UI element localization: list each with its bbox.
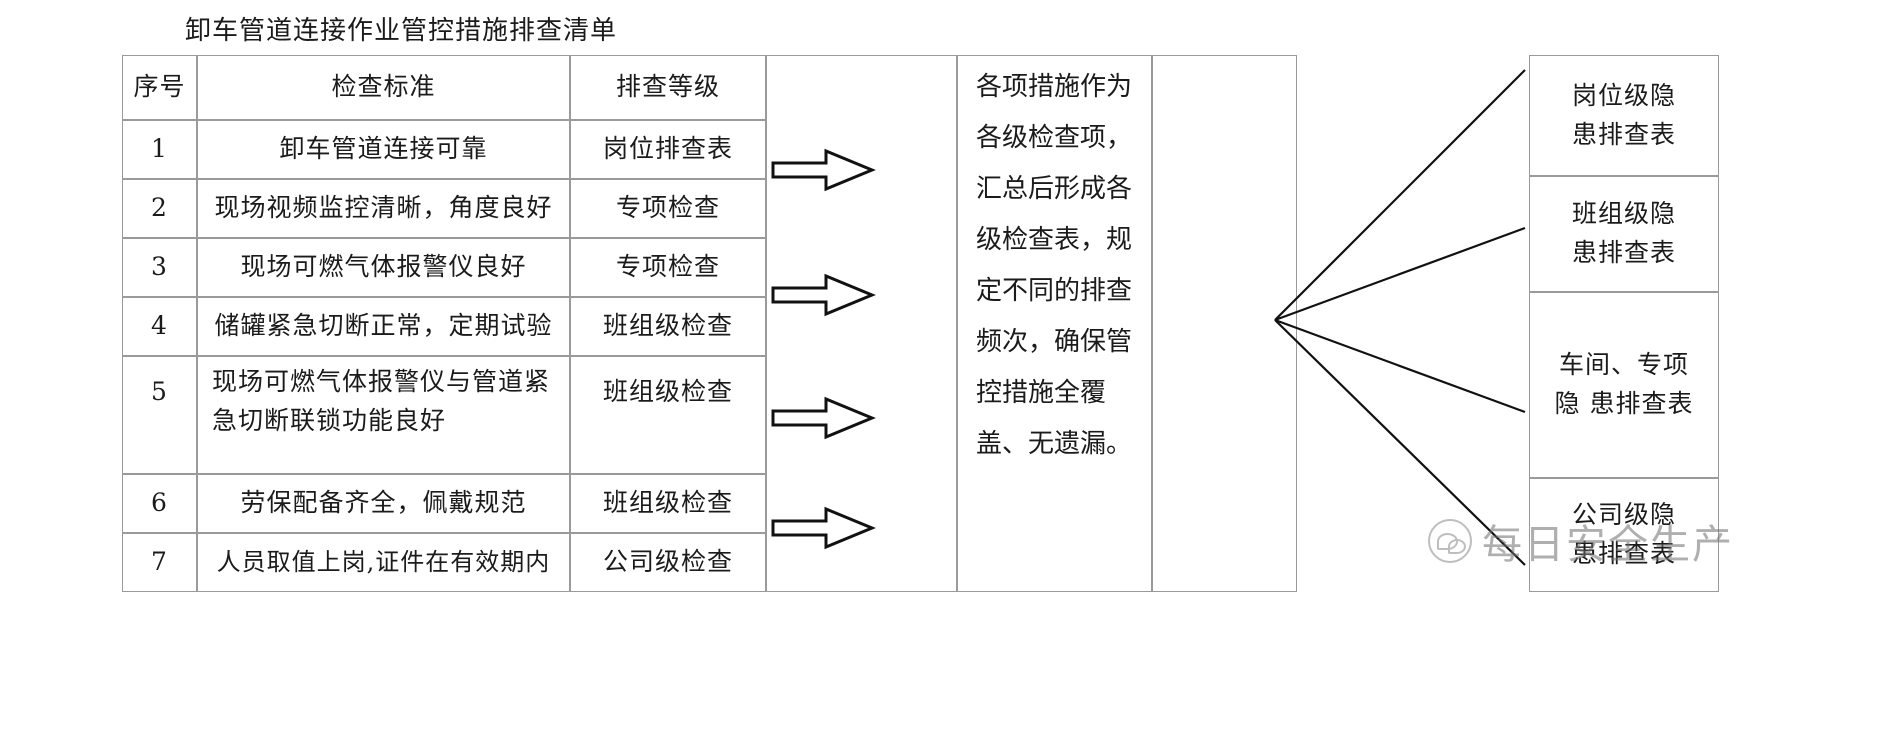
table-row: 7 <box>122 533 197 592</box>
output-line-1: 岗位级隐 <box>1571 80 1676 110</box>
table-cell-standard: 人员取值上岗,证件在有效期内 <box>197 533 570 592</box>
table-cell-standard: 现场可燃气体报警仪良好 <box>197 238 570 297</box>
table-row: 1 <box>122 120 197 179</box>
table-cell-level: 岗位排查表 <box>570 120 766 179</box>
output-line-2: 患排查表 <box>1571 119 1676 149</box>
table-cell-level: 专项检查 <box>570 238 766 297</box>
table-cell-level: 班组级检查 <box>570 297 766 356</box>
output-line-1: 公司级隐 <box>1571 500 1676 530</box>
output-item-team-level: 班组级隐 患排查表 <box>1529 176 1719 292</box>
summary-text-box: 各项措施作为各级检查项，汇总后形成各级检查表，规定不同的排查频次，确保管控措施全… <box>957 55 1152 592</box>
table-cell-level: 班组级检查 <box>570 474 766 533</box>
arrow-spacer-column <box>766 55 957 592</box>
output-line-1: 班组级隐 <box>1571 199 1676 229</box>
fanout-line-group <box>1274 69 1526 566</box>
output-line-2: 患排查表 <box>1571 238 1676 267</box>
table-cell-level: 公司级检查 <box>570 533 766 592</box>
watermark-text: 每日安全生产 <box>1482 522 1734 568</box>
output-line-2: 患排查表 <box>1571 539 1676 568</box>
fanout-line-3 <box>1274 318 1526 414</box>
table-row: 6 <box>122 474 197 533</box>
fanout-line-1 <box>1274 69 1526 321</box>
table-header-level: 排查等级 <box>570 55 766 120</box>
watermark: 每日安全生产 <box>1428 512 1734 570</box>
page-title: 卸车管道连接作业管控措施排查清单 <box>185 16 618 46</box>
fanout-line-2 <box>1274 226 1526 322</box>
standard-line-2: 急切断联锁功能良好 <box>212 405 447 435</box>
table-row: 5 <box>122 356 197 474</box>
output-item-post-level: 岗位级隐 患排查表 <box>1529 55 1719 176</box>
fanout-spacer-column <box>1152 55 1297 592</box>
output-item-workshop-special: 车间、专项 隐 患排查表 <box>1529 292 1719 478</box>
table-header-standard: 检查标准 <box>197 55 570 120</box>
table-row: 4 <box>122 297 197 356</box>
output-line-1: 车间、专项 <box>1558 350 1689 380</box>
table-row: 3 <box>122 238 197 297</box>
output-line-2: 隐 患排查表 <box>1554 389 1694 418</box>
standard-line-1: 现场可燃气体报警仪与管道紧 <box>212 367 551 396</box>
table-cell-standard: 劳保配备齐全，佩戴规范 <box>197 474 570 533</box>
table-header-seq: 序号 <box>122 55 197 120</box>
table-cell-level: 专项检查 <box>570 179 766 238</box>
wechat-logo-icon <box>1428 519 1472 563</box>
table-cell-standard: 卸车管道连接可靠 <box>197 120 570 179</box>
table-cell-level: 班组级检查 <box>570 356 766 474</box>
output-item-company-level: 公司级隐 患排查表 <box>1529 478 1719 592</box>
table-cell-standard: 储罐紧急切断正常，定期试验 <box>197 297 570 356</box>
table-cell-standard: 现场视频监控清晰，角度良好 <box>197 179 570 238</box>
table-row: 2 <box>122 179 197 238</box>
table-cell-standard: 现场可燃气体报警仪与管道紧 急切断联锁功能良好 <box>197 356 570 474</box>
